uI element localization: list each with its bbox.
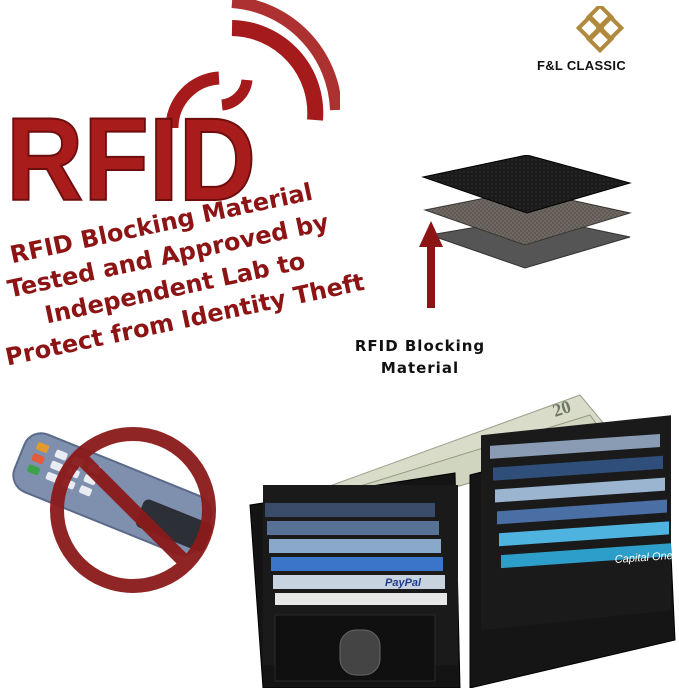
capital-one-card-text: Capital One bbox=[614, 550, 673, 566]
wifi-waves-icon bbox=[165, 0, 340, 129]
top-layer bbox=[421, 155, 632, 214]
no-skimming-sign bbox=[12, 427, 216, 593]
material-label: RFID Blocking Material bbox=[330, 335, 510, 379]
material-label-line: RFID Blocking bbox=[354, 337, 486, 355]
arrow-up-icon bbox=[419, 221, 443, 308]
prohibited-icon bbox=[50, 427, 216, 593]
rfid-logo-text: RFID bbox=[6, 94, 256, 215]
wallet-illustration: 20 PayPal Capital One bbox=[249, 394, 676, 688]
card-slots-right: Capital One bbox=[490, 433, 673, 569]
brand-name: F&L CLASSIC bbox=[537, 58, 627, 73]
bill-value: 20 bbox=[550, 396, 573, 421]
rfid-logo: RFID bbox=[5, 0, 340, 215]
diamond-knot-logo bbox=[575, 6, 625, 54]
material-layers-illustration bbox=[419, 155, 632, 308]
paypal-card-text: PayPal bbox=[385, 577, 422, 589]
card-slots-left: PayPal bbox=[265, 503, 447, 682]
material-label-line: Material bbox=[380, 359, 460, 377]
